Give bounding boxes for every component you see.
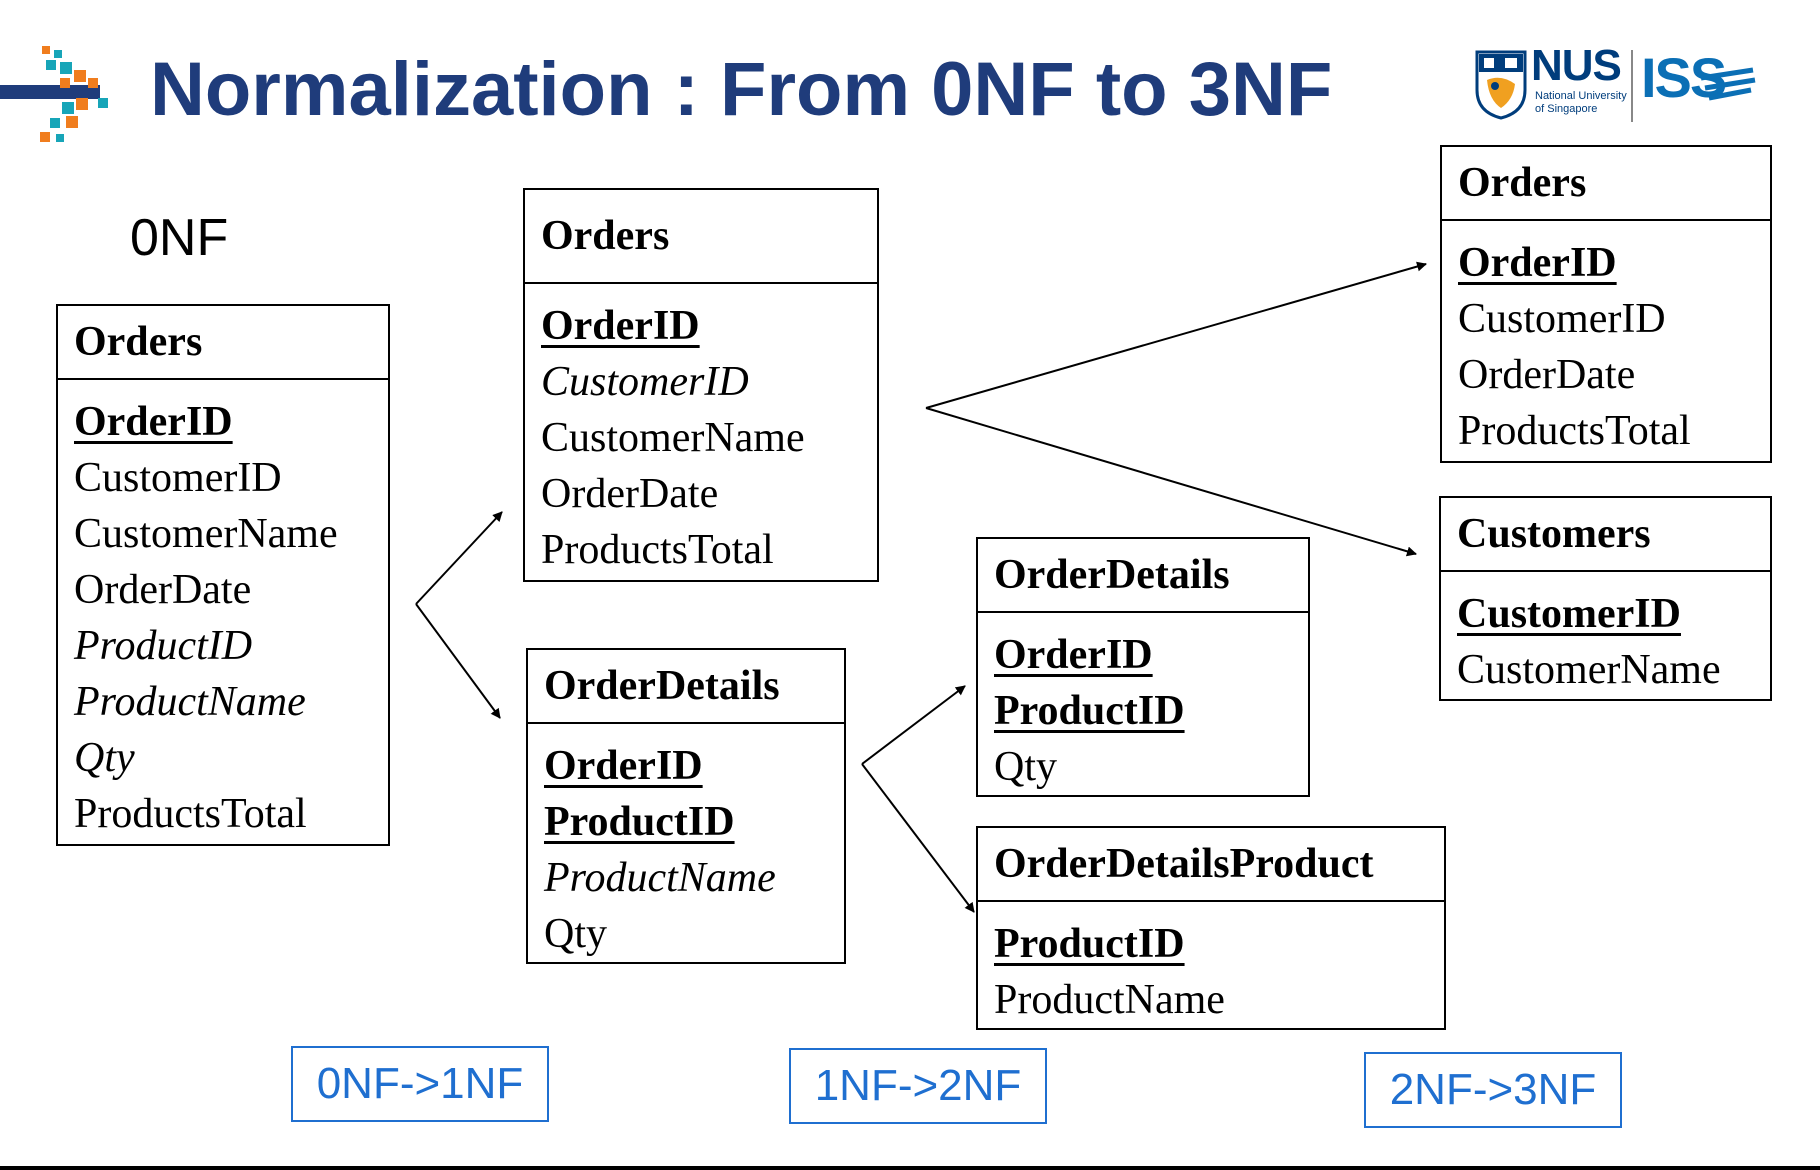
field-productid: ProductID <box>994 921 1185 967</box>
iss-swoosh-icon <box>1700 67 1756 101</box>
field-productname: ProductName <box>544 855 776 901</box>
field-productstotal: ProductsTotal <box>541 527 774 573</box>
table-header: OrderDetails <box>978 539 1308 613</box>
field-orderid: OrderID <box>1458 240 1617 286</box>
field-qty: Qty <box>74 735 135 781</box>
table-1nf-orderdetails: OrderDetails OrderID ProductID ProductName… <box>526 648 846 964</box>
field-customername: CustomerName <box>1457 647 1721 693</box>
table-header: Orders <box>58 306 388 380</box>
field-productid: ProductID <box>994 688 1185 734</box>
field-productid: ProductID <box>544 799 735 845</box>
table-header: Orders <box>525 190 877 284</box>
stage-label-0nf: 0NF <box>130 209 229 267</box>
field-qty: Qty <box>544 911 607 957</box>
field-qty: Qty <box>994 744 1057 790</box>
step-label-1nf-to-2nf: 1NF->2NF <box>789 1048 1047 1124</box>
step-label-2nf-to-3nf: 2NF->3NF <box>1364 1052 1622 1128</box>
arrow-0nf-to-1nf-orderdetails <box>415 603 501 719</box>
step-label-0nf-to-1nf: 0NF->1NF <box>291 1046 549 1122</box>
field-productname: ProductName <box>74 679 306 725</box>
field-orderid: OrderID <box>994 632 1153 678</box>
field-customerid: CustomerID <box>1458 296 1666 342</box>
field-customerid: CustomerID <box>74 455 282 501</box>
slide-title: Normalization : From 0NF to 3NF <box>150 47 1333 132</box>
decorative-pixel-icon <box>0 46 108 142</box>
table-header: Orders <box>1442 147 1770 221</box>
arrow-0nf-to-1nf-orders <box>415 511 503 605</box>
table-header: OrderDetailsProduct <box>978 828 1444 902</box>
field-orderdate: OrderDate <box>541 471 719 517</box>
table-fields: CustomerID CustomerName <box>1441 572 1770 698</box>
field-orderid: OrderID <box>74 399 233 445</box>
bottom-rule <box>0 1166 1820 1170</box>
nus-iss-logo: NUS National University of Singapore ISS <box>1475 40 1756 130</box>
field-customerid: CustomerID <box>541 359 749 405</box>
table-fields: ProductID ProductName <box>978 902 1444 1028</box>
nus-subtitle: National University of Singapore <box>1535 90 1627 116</box>
arrow-1nf-to-2nf-orderdetailsproduct <box>861 763 975 913</box>
table-3nf-customers: Customers CustomerID CustomerName <box>1439 496 1772 701</box>
field-orderdate: OrderDate <box>1458 352 1636 398</box>
table-fields: OrderID ProductID Qty <box>978 613 1308 795</box>
field-customername: CustomerName <box>74 511 338 557</box>
logo-divider <box>1631 50 1633 122</box>
field-productstotal: ProductsTotal <box>74 791 307 837</box>
field-productid: ProductID <box>74 623 253 669</box>
field-customername: CustomerName <box>541 415 805 461</box>
arrow-2nf-to-3nf-customers <box>925 407 1417 557</box>
nus-crest-icon <box>1475 50 1527 120</box>
field-orderid: OrderID <box>544 743 703 789</box>
nus-subtitle-line-2: of Singapore <box>1535 103 1598 115</box>
table-header: Customers <box>1441 498 1770 572</box>
table-header: OrderDetails <box>528 650 844 724</box>
table-2nf-orderdetailsproduct: OrderDetailsProduct ProductID ProductName <box>976 826 1446 1030</box>
field-productstotal: ProductsTotal <box>1458 408 1691 454</box>
field-orderid: OrderID <box>541 303 700 349</box>
nus-wordmark: NUS <box>1531 41 1622 90</box>
nus-subtitle-line-1: National University <box>1535 90 1627 102</box>
arrow-2nf-to-3nf-orders <box>925 261 1427 409</box>
arrow-1nf-to-2nf-orderdetails <box>861 685 966 765</box>
field-productname: ProductName <box>994 977 1225 1023</box>
field-orderdate: OrderDate <box>74 567 252 613</box>
field-customerid: CustomerID <box>1457 591 1681 637</box>
table-2nf-orderdetails: OrderDetails OrderID ProductID Qty <box>976 537 1310 797</box>
